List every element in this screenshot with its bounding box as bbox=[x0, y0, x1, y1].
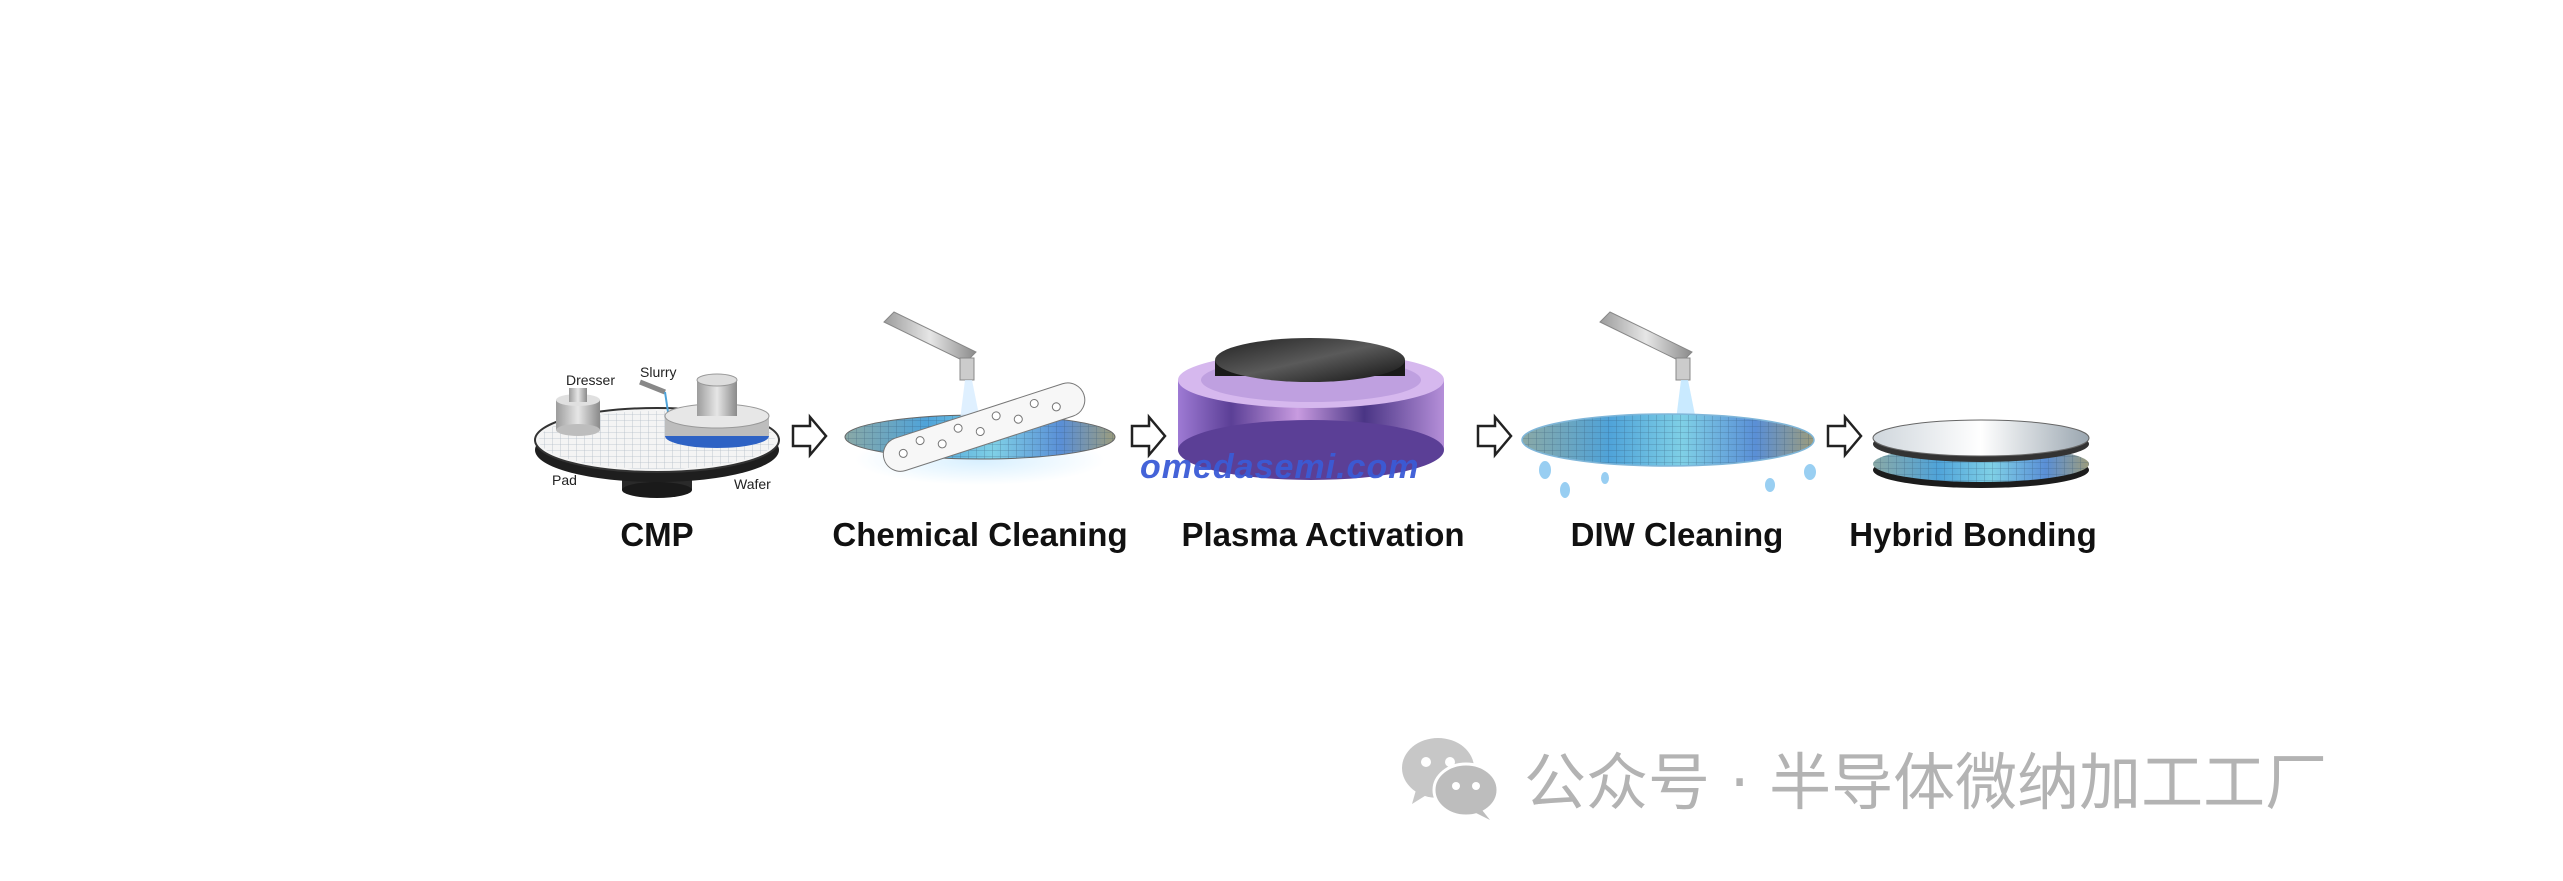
plasma-activation-illustration bbox=[1178, 338, 1444, 480]
step-label-hybrid-bonding: Hybrid Bonding bbox=[1849, 516, 2097, 553]
watermark-text: omedasemi.com bbox=[1140, 448, 1420, 486]
diw-cleaning-illustration bbox=[1521, 311, 1816, 498]
flow-arrow-2 bbox=[1130, 413, 1167, 459]
cmp-illustration bbox=[534, 373, 780, 498]
footer-attribution: 公众号 · 半导体微纳加工工厂 bbox=[1398, 732, 2327, 822]
flow-arrow-3 bbox=[1476, 413, 1513, 459]
chemical-cleaning-illustration bbox=[844, 311, 1116, 485]
callout-slurry: Slurry bbox=[640, 364, 677, 380]
wechat-icon bbox=[1402, 738, 1500, 820]
step-label-chemical-cleaning: Chemical Cleaning bbox=[832, 516, 1128, 553]
step-label-cmp: CMP bbox=[620, 516, 694, 553]
callout-pad: Pad bbox=[552, 472, 577, 488]
callout-dresser: Dresser bbox=[566, 372, 616, 388]
step-label-diw-cleaning: DIW Cleaning bbox=[1570, 516, 1784, 553]
callout-wafer: Wafer bbox=[734, 476, 771, 492]
flow-arrow-1 bbox=[791, 413, 828, 459]
footer-text: 公众号 · 半导体微纳加工工厂 bbox=[1524, 746, 2328, 819]
step-label-plasma-activation: Plasma Activation bbox=[1181, 516, 1465, 553]
hybrid-bonding-illustration bbox=[1872, 419, 2090, 488]
flow-arrow-4 bbox=[1826, 413, 1863, 459]
